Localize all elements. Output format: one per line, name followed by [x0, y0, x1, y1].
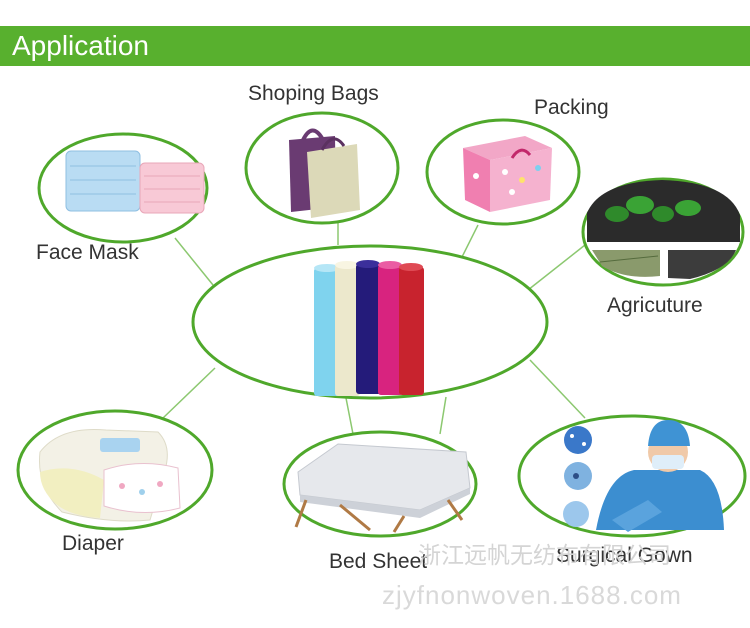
face-mask-image	[65, 150, 205, 214]
label-shopping-bags: Shoping Bags	[248, 82, 379, 105]
node-surgical-gown	[517, 414, 747, 538]
plant-cover-image	[587, 180, 740, 279]
diaper-image	[38, 428, 181, 522]
node-diaper	[16, 409, 214, 531]
connectors	[162, 222, 586, 435]
connector-face-mask	[174, 237, 214, 286]
node-agriculture	[581, 177, 745, 287]
node-face-mask	[37, 132, 209, 244]
label-packing: Packing	[534, 96, 609, 119]
connector-surgical-gown	[529, 359, 586, 419]
node-shopping-bags	[244, 111, 400, 225]
label-diaper: Diaper	[62, 532, 124, 555]
surgeon-image	[563, 420, 724, 532]
label-face-mask: Face Mask	[36, 241, 139, 264]
label-agriculture: Agricuture	[607, 294, 703, 317]
watermark-company: 浙江远帆无纺布有限公司	[418, 542, 671, 568]
node-bed-sheet	[282, 430, 478, 538]
label-bed-sheet: Bed Sheet	[329, 550, 428, 573]
center-node	[191, 244, 549, 400]
node-packing	[425, 118, 581, 226]
header-banner: Application	[0, 26, 750, 66]
page-title: Application	[12, 30, 149, 61]
bed-image	[294, 443, 471, 533]
connector-diaper	[162, 367, 216, 419]
box-image	[463, 136, 552, 212]
label-surgical-gown: Surgical Gown	[556, 544, 693, 567]
fabric-rolls-icon	[314, 260, 424, 396]
connector-agriculture	[527, 244, 586, 291]
connector-bed-sheet-left	[345, 397, 354, 435]
watermark-site: zjyfnonwoven.1688.com	[382, 580, 682, 610]
bags-image	[289, 128, 360, 218]
connector-packing	[461, 224, 479, 258]
connector-bed-sheet-right	[439, 396, 447, 435]
